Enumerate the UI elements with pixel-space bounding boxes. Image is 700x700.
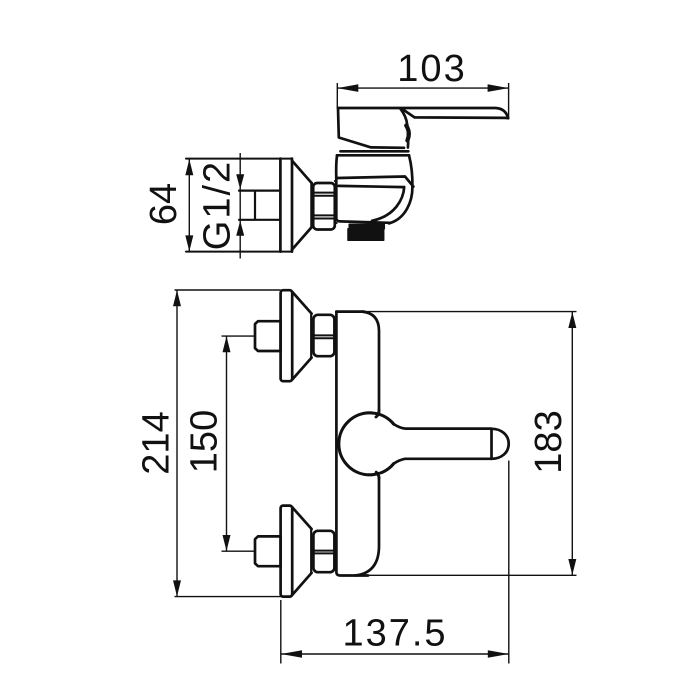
svg-text:214: 214 [136,411,178,474]
svg-text:103: 103 [397,48,466,90]
svg-text:64: 64 [143,183,185,225]
svg-text:137.5: 137.5 [342,613,447,655]
svg-text:150: 150 [184,410,226,473]
svg-text:183: 183 [528,410,570,473]
svg-text:G1/2: G1/2 [197,160,239,250]
